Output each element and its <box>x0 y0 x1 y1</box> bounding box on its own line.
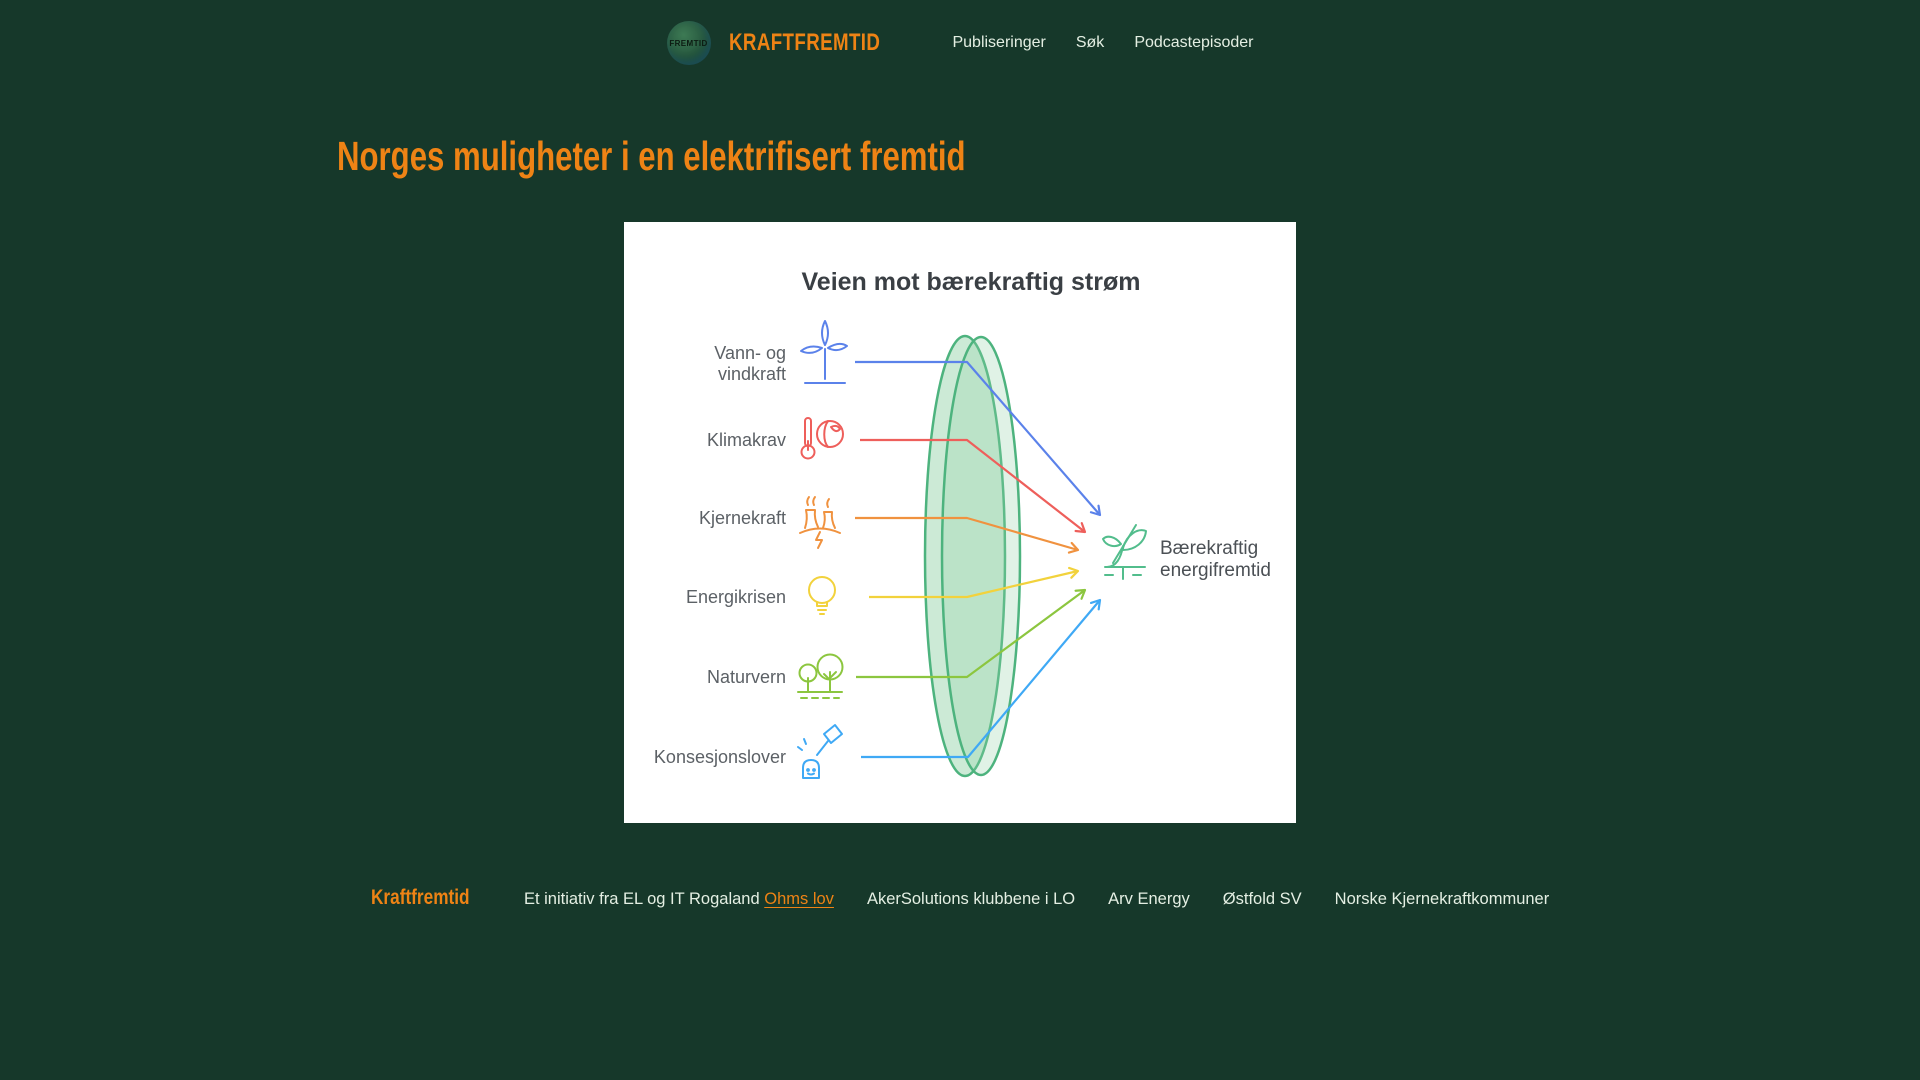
input-label-konsesjonslover: Konsesjonslover <box>654 747 786 767</box>
site-header: FREMTID KRAFTFREMTID Publiseringer Søk P… <box>0 0 1920 86</box>
output-label: Bærekraftig energifremtid <box>1160 538 1271 581</box>
flow-line-naturvern <box>856 588 1087 679</box>
output-label-line2: energifremtid <box>1160 560 1271 581</box>
footer-partner-arv-energy: Arv Energy <box>1108 890 1190 908</box>
nav-item-publiseringer[interactable]: Publiseringer <box>952 34 1046 51</box>
page-title: Norges muligheter i en elektrifisert fre… <box>337 133 966 179</box>
seedling-icon <box>1102 524 1147 580</box>
lens-shape <box>923 334 1022 778</box>
flow-line-kjernekraft <box>855 516 1080 554</box>
input-label-kjernekraft: Kjernekraft <box>699 508 786 528</box>
input-label-energikrisen: Energikrisen <box>686 587 786 607</box>
input-label-vannvind-1: Vann- og <box>714 343 786 363</box>
diagram-card: Veien mot bærekraftig strøm Vann- og vin… <box>624 222 1296 823</box>
flow-line-energikrisen <box>869 566 1080 599</box>
flow-line-vannvind <box>855 360 1102 517</box>
brand-link[interactable]: KRAFTFREMTID <box>728 29 880 56</box>
funnel-diagram: Veien mot bærekraftig strøm Vann- og vin… <box>654 268 1271 779</box>
footer-brand: Kraftfremtid <box>370 886 470 909</box>
footer-initiative-text: Et initiativ fra EL og IT Rogaland <box>523 890 760 908</box>
input-label-vannvind-2: vindkraft <box>718 364 786 384</box>
thermometer-globe-icon <box>800 417 844 460</box>
lightbulb-icon <box>808 576 836 615</box>
footer-initiative: Et initiativ fra EL og IT Rogaland Ohms … <box>524 890 834 909</box>
nuclear-plant-icon <box>799 496 841 549</box>
wind-turbine-icon <box>800 320 848 384</box>
diagram-title: Veien mot bærekraftig strøm <box>802 268 1141 296</box>
trees-icon <box>797 653 844 699</box>
footer-partner-norske-kjernekraftkommuner: Norske Kjernekraftkommuner <box>1334 890 1550 908</box>
ohms-lov-link[interactable]: Ohms lov <box>764 890 834 908</box>
output-label-line1: Bærekraftig <box>1160 538 1258 559</box>
flow-line-konsesjonslover <box>861 598 1102 759</box>
input-labels: Vann- og vindkraft Klimakrav Kjernekraft… <box>654 343 786 767</box>
input-label-naturvern: Naturvern <box>707 667 786 687</box>
nav-item-sok[interactable]: Søk <box>1075 34 1105 51</box>
flow-line-klimakrav <box>860 438 1087 534</box>
site-logo-icon[interactable]: FREMTID <box>666 21 711 65</box>
footer-partner-akersolutions: AkerSolutions klubbene i LO <box>866 890 1076 908</box>
main-nav: Publiseringer Søk Podcastepisoder <box>952 34 1253 52</box>
footer-partner-ostfold-sv: Østfold SV <box>1222 890 1302 908</box>
input-label-klimakrav: Klimakrav <box>707 430 786 450</box>
flow-lines <box>855 360 1102 759</box>
site-footer: Kraftfremtid Et initiativ fra EL og IT R… <box>0 886 1920 910</box>
logo-fremtid-text: FREMTID <box>669 38 708 48</box>
gavel-icon <box>797 724 843 779</box>
nav-item-podcastepisoder[interactable]: Podcastepisoder <box>1134 34 1254 51</box>
